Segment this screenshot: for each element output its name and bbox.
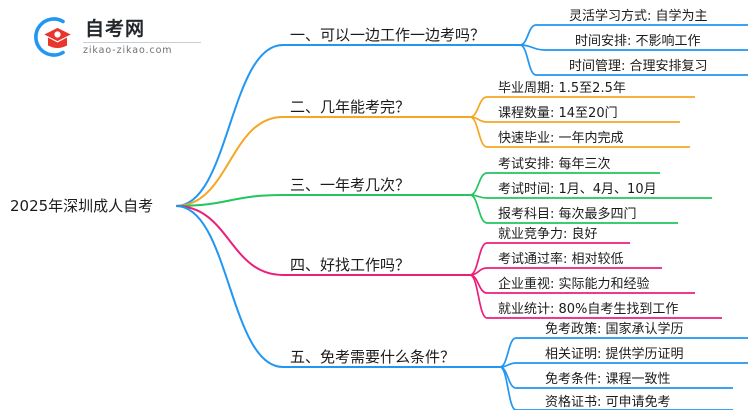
branch-2-leaf-1-connector	[469, 96, 488, 118]
branch-4-leaf-4-label[interactable]: 就业统计: 80%自考生找到工作	[498, 302, 678, 317]
branch-2-leaf-3-label[interactable]: 快速毕业: 一年内完成	[498, 130, 624, 146]
branch-5-leaf-1-label[interactable]: 免考政策: 国家承认学历	[545, 321, 684, 337]
graduation-cap-icon	[30, 14, 76, 60]
branch-4-leaf-2-connector	[469, 267, 488, 276]
branch-2-leaf-1-label[interactable]: 毕业周期: 1.5至2.5年	[498, 81, 626, 96]
branch-3-leaf-1-connector	[469, 172, 488, 196]
branch-4-leaf-1-label[interactable]: 就业竞争力: 良好	[498, 226, 598, 242]
branch-2-leaf-3-connector	[469, 116, 488, 148]
branch-5-leaf-3-label[interactable]: 免考条件: 课程一致性	[545, 371, 671, 387]
branch-3-leaf-3-label[interactable]: 报考科目: 每次最多四门	[498, 206, 637, 222]
logo-wordmark: 自考网 zikao-zikao.com	[83, 18, 201, 56]
branch-1-leaf-2-label[interactable]: 时间安排: 不影响工作	[575, 33, 701, 49]
logo-divider	[83, 42, 201, 43]
branch-1-leaf-2-connector	[519, 44, 546, 51]
logo-url: zikao-zikao.com	[83, 45, 173, 56]
branch-4-leaf-3-label[interactable]: 企业重视: 实际能力和经验	[498, 276, 650, 292]
branch-4-leaf-4-connector	[469, 274, 488, 319]
branch-1-leaf-1-label[interactable]: 灵活学习方式: 自学为主	[569, 8, 708, 24]
mindmap-connectors	[175, 24, 748, 410]
mindmap-labels: 2025年深圳成人自考 一、可以一边工作一边考吗？ 灵活学习方式: 自学为主时间安排…	[10, 8, 708, 410]
branch-5-leaf-2-label[interactable]: 相关证明: 提供学历证明	[545, 346, 684, 362]
branch-2-leaf-2-label[interactable]: 课程数量: 14至20门	[498, 106, 618, 121]
branch-3-leaf-3-connector	[469, 194, 488, 224]
branch-4-leaf-1-connector	[469, 242, 488, 276]
branch-1-leaf-3-label[interactable]: 时间管理: 合理安排复习	[569, 59, 708, 74]
branch-4-connector	[175, 205, 284, 276]
branch-5-label[interactable]: 五、免考需要什么条件？	[290, 348, 455, 366]
branch-4-label[interactable]: 四、好找工作吗？	[290, 256, 410, 274]
branch-2-label[interactable]: 二、几年能考完？	[290, 98, 410, 116]
branch-3-leaf-1-label[interactable]: 考试安排: 每年三次	[498, 156, 611, 172]
branch-5-leaf-4-label[interactable]: 资格证书: 可申请免考	[545, 394, 671, 410]
branch-1-leaf-1-connector	[519, 24, 537, 46]
branch-3-connector	[175, 194, 284, 207]
branch-2-connector	[175, 116, 284, 207]
branch-5-connector	[175, 205, 284, 368]
branch-3-leaf-2-label[interactable]: 考试时间: 1月、4月、10月	[498, 182, 657, 197]
site-logo: 自考网 zikao-zikao.com	[30, 12, 245, 62]
logo-name: 自考网	[85, 18, 146, 40]
branch-3-label[interactable]: 三、一年考几次？	[290, 176, 410, 194]
branch-5-leaf-4-connector	[499, 366, 517, 410]
branch-1-label[interactable]: 一、可以一边工作一边考吗？	[290, 26, 485, 44]
branch-1-leaf-3-connector	[519, 44, 537, 76]
branch-1-connector	[175, 44, 284, 207]
branch-4-leaf-2-label[interactable]: 考试通过率: 相对较低	[498, 251, 624, 267]
mindmap-root-label: 2025年深圳成人自考	[10, 197, 153, 215]
